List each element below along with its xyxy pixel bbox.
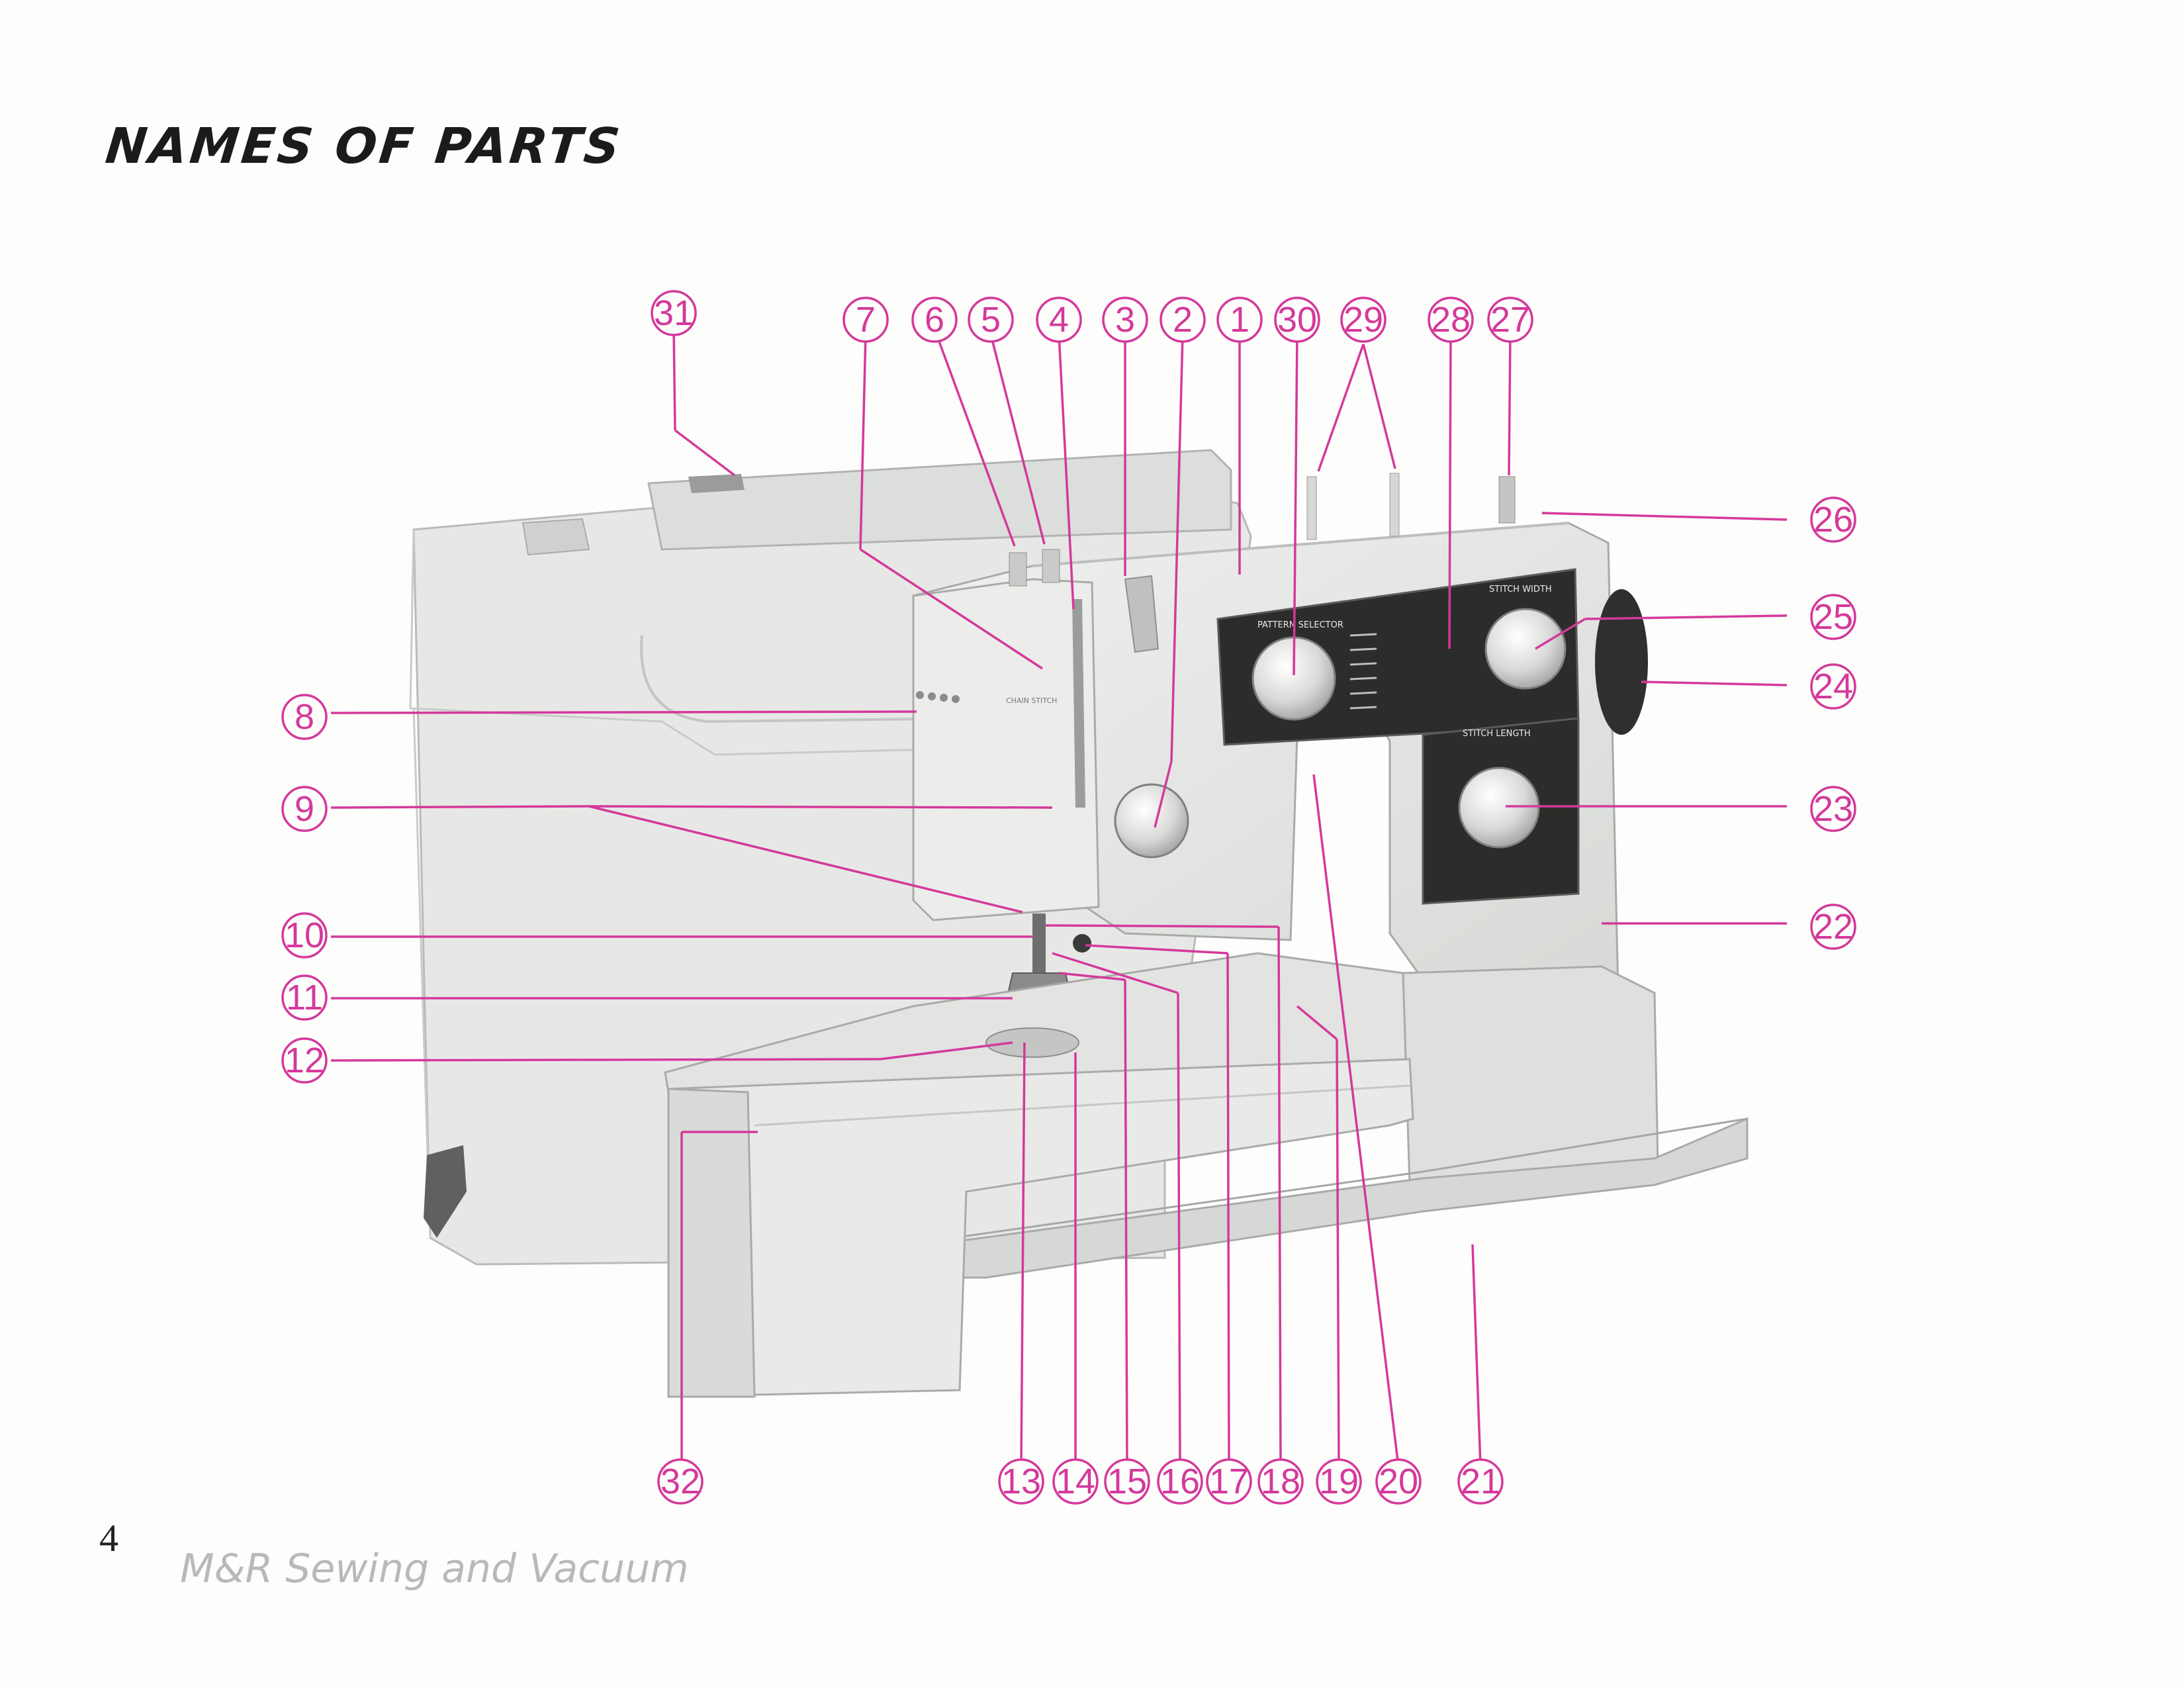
- callout-circle-2: [1160, 297, 1206, 343]
- callout-6: 6: [925, 300, 944, 340]
- callout-32: 32: [660, 1462, 700, 1501]
- callout-circle-22: [1810, 904, 1856, 950]
- callout-circle-5: [968, 297, 1014, 343]
- callout-17: 17: [1209, 1462, 1249, 1501]
- callout-circle-26: [1810, 496, 1856, 543]
- callout-24: 24: [1813, 667, 1853, 706]
- callout-21: 21: [1461, 1462, 1500, 1501]
- tension-dial: [1114, 783, 1189, 859]
- stitch-width-label: STITCH WIDTH: [1489, 585, 1552, 594]
- callout-5: 5: [981, 300, 1001, 340]
- callout-circle-12: [281, 1037, 328, 1084]
- callout-circle-24: [1810, 663, 1856, 710]
- callout-circle-19: [1316, 1458, 1362, 1505]
- callout-circle-4: [1036, 297, 1082, 343]
- callout-23: 23: [1813, 789, 1853, 829]
- callout-26: 26: [1813, 500, 1853, 539]
- callout-2: 2: [1173, 300, 1193, 340]
- stitch-width-dial: [1484, 608, 1567, 690]
- callout-9: 9: [295, 789, 314, 829]
- callout-circle-32: [657, 1458, 704, 1505]
- callout-circle-8: [281, 694, 328, 740]
- callout-20: 20: [1379, 1462, 1418, 1501]
- callout-numbers: 31 7 6 5 4 3 2 1 30 29 28 27 26 25 24 23…: [285, 293, 1853, 1501]
- page-number: 4: [99, 1517, 118, 1560]
- watermark: M&R Sewing and Vacuum: [180, 1546, 689, 1592]
- callout-10: 10: [285, 915, 324, 955]
- callout-circle-30: [1274, 297, 1320, 343]
- callout-circle-17: [1206, 1458, 1252, 1505]
- callout-circle-3: [1102, 297, 1148, 343]
- callout-circle-10: [281, 912, 328, 959]
- callout-circle-7: [842, 297, 889, 343]
- callout-circle-18: [1257, 1458, 1304, 1505]
- machine-bed: [664, 952, 1749, 1398]
- callout-circle-23: [1810, 786, 1856, 832]
- stitch-length-dial: [1458, 767, 1540, 849]
- callout-13: 13: [1001, 1462, 1041, 1501]
- callout-circle-14: [1052, 1458, 1099, 1505]
- callout-25: 25: [1813, 597, 1853, 637]
- callout-7: 7: [856, 300, 876, 340]
- callout-circle-27: [1487, 297, 1533, 343]
- callout-31: 31: [654, 293, 694, 333]
- machine-body: PATTERN SELECTOR STITCH WIDTH STITCH LEN…: [912, 473, 1648, 1033]
- callout-circle-13: [998, 1458, 1044, 1505]
- callout-circle-28: [1428, 297, 1474, 343]
- callout-28: 28: [1431, 300, 1471, 340]
- sewing-machine-illustration: PATTERN SELECTOR STITCH WIDTH STITCH LEN…: [409, 449, 1749, 1398]
- callout-30: 30: [1277, 300, 1317, 340]
- callout-circle-1: [1216, 297, 1263, 343]
- callout-27: 27: [1490, 300, 1530, 340]
- callout-circle-15: [1104, 1458, 1150, 1505]
- chain-stitch-label: CHAIN STITCH: [1006, 696, 1057, 705]
- callout-1: 1: [1230, 300, 1250, 340]
- callout-15: 15: [1107, 1462, 1147, 1501]
- callout-18: 18: [1261, 1462, 1300, 1501]
- callout-circle-21: [1457, 1458, 1504, 1505]
- callout-circle-31: [651, 290, 697, 336]
- callout-14: 14: [1056, 1462, 1095, 1501]
- callout-4: 4: [1049, 300, 1069, 340]
- callout-16: 16: [1160, 1462, 1200, 1501]
- stitch-length-label: STITCH LENGTH: [1463, 729, 1531, 739]
- callout-12: 12: [285, 1041, 324, 1080]
- callout-circle-16: [1157, 1458, 1203, 1505]
- callout-29: 29: [1343, 300, 1383, 340]
- callout-circle-20: [1375, 1458, 1422, 1505]
- callout-circle-9: [281, 786, 328, 832]
- callout-8: 8: [295, 697, 314, 737]
- callout-circle-25: [1810, 594, 1856, 640]
- callout-22: 22: [1813, 907, 1853, 947]
- callout-19: 19: [1319, 1462, 1359, 1501]
- needle-plate: [985, 1027, 1079, 1058]
- callout-11: 11: [286, 978, 323, 1017]
- callout-circle-11: [281, 974, 328, 1021]
- leader-lines: [330, 327, 1788, 1467]
- pattern-selector-label: PATTERN SELECTOR: [1257, 620, 1343, 630]
- callout-circle-6: [911, 297, 958, 343]
- callout-circle-29: [1340, 297, 1387, 343]
- callouts: [281, 290, 1856, 1505]
- callout-3: 3: [1115, 300, 1135, 340]
